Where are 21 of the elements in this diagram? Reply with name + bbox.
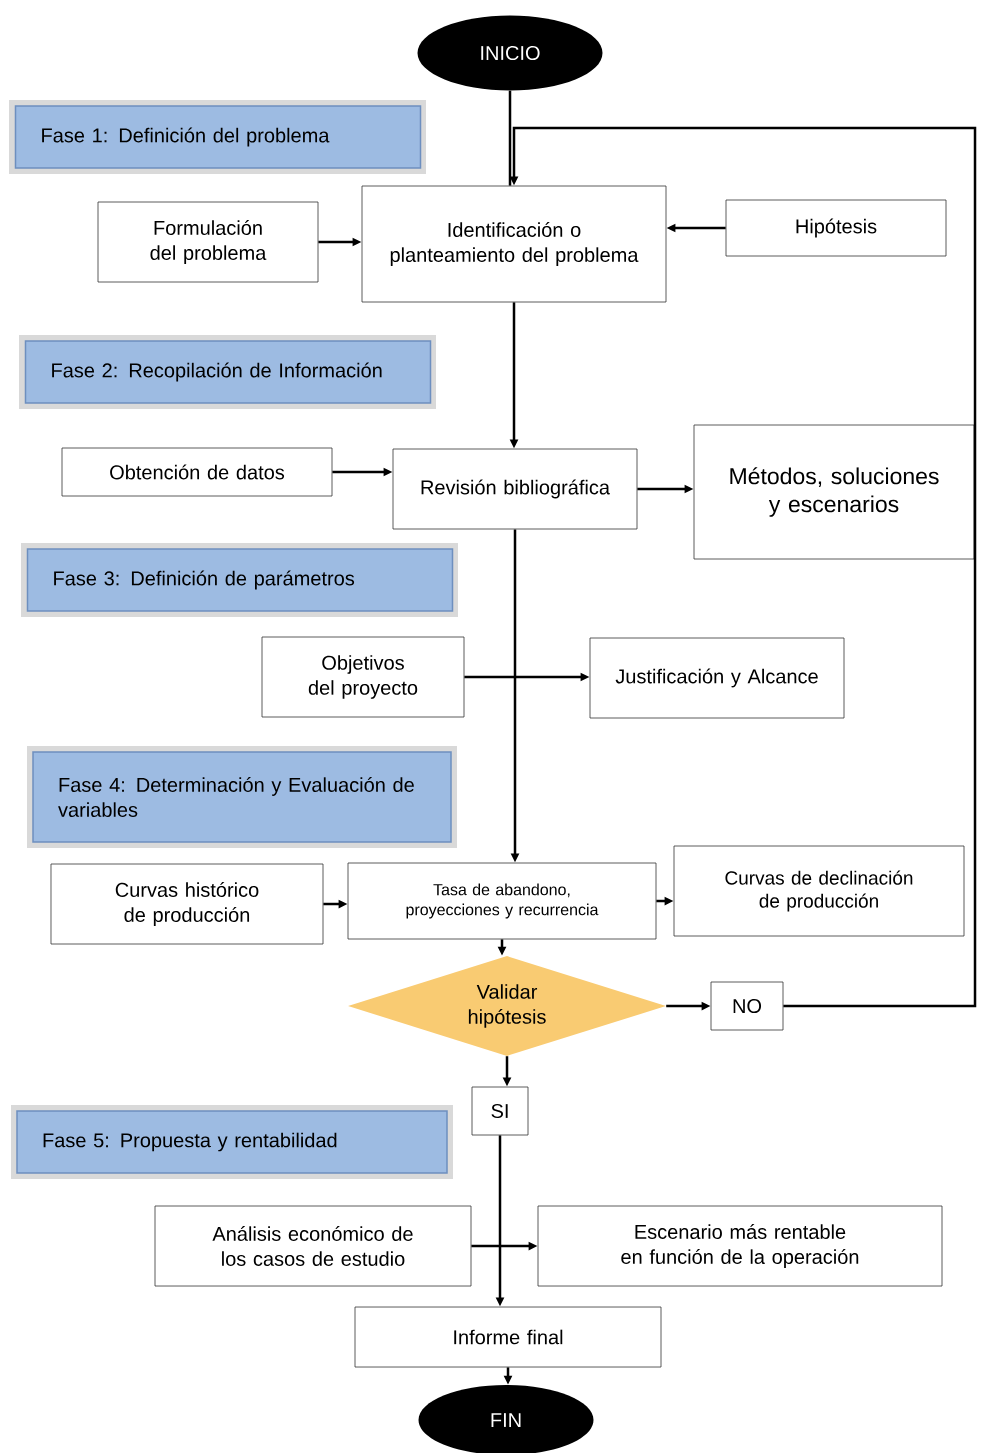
process-box: Hipótesis (725, 199, 947, 257)
process-box: Análisis económico de los casos de estudio (154, 1205, 472, 1287)
process-box: Obtención de datos (61, 447, 333, 497)
process-box: Informe final (354, 1306, 662, 1368)
process-box: Tasa de abandono, proyecciones y recurrencia (347, 862, 657, 940)
process-box: Objetivos del proyecto (261, 636, 465, 718)
process-box: Curvas histórico de producción (50, 863, 324, 945)
process-box: Métodos, soluciones y escenarios (693, 424, 975, 560)
process-box: SI (471, 1086, 529, 1136)
process-box: Justificación y Alcance (589, 637, 845, 719)
phase-band: Fase 2: Recopilación de Información (24, 340, 432, 404)
phase-band: Fase 3: Definición de parámetros (26, 548, 454, 612)
phase-band: Fase 1: Definición del problema (14, 105, 422, 169)
process-box: Identificación o planteamiento del problema (361, 185, 667, 303)
process-box: Curvas de declinación de producción (673, 845, 965, 937)
process-box: Formulación del problema (97, 201, 319, 283)
process-box: Escenario más rentable en función de la operación (537, 1205, 943, 1287)
phase-band: Fase 5: Propuesta y rentabilidad (16, 1110, 448, 1174)
process-box: NO (710, 981, 784, 1031)
phase-band: Fase 4: Determinación y Evaluación de variables (32, 751, 452, 843)
process-box: Revisión bibliográfica (392, 448, 638, 530)
